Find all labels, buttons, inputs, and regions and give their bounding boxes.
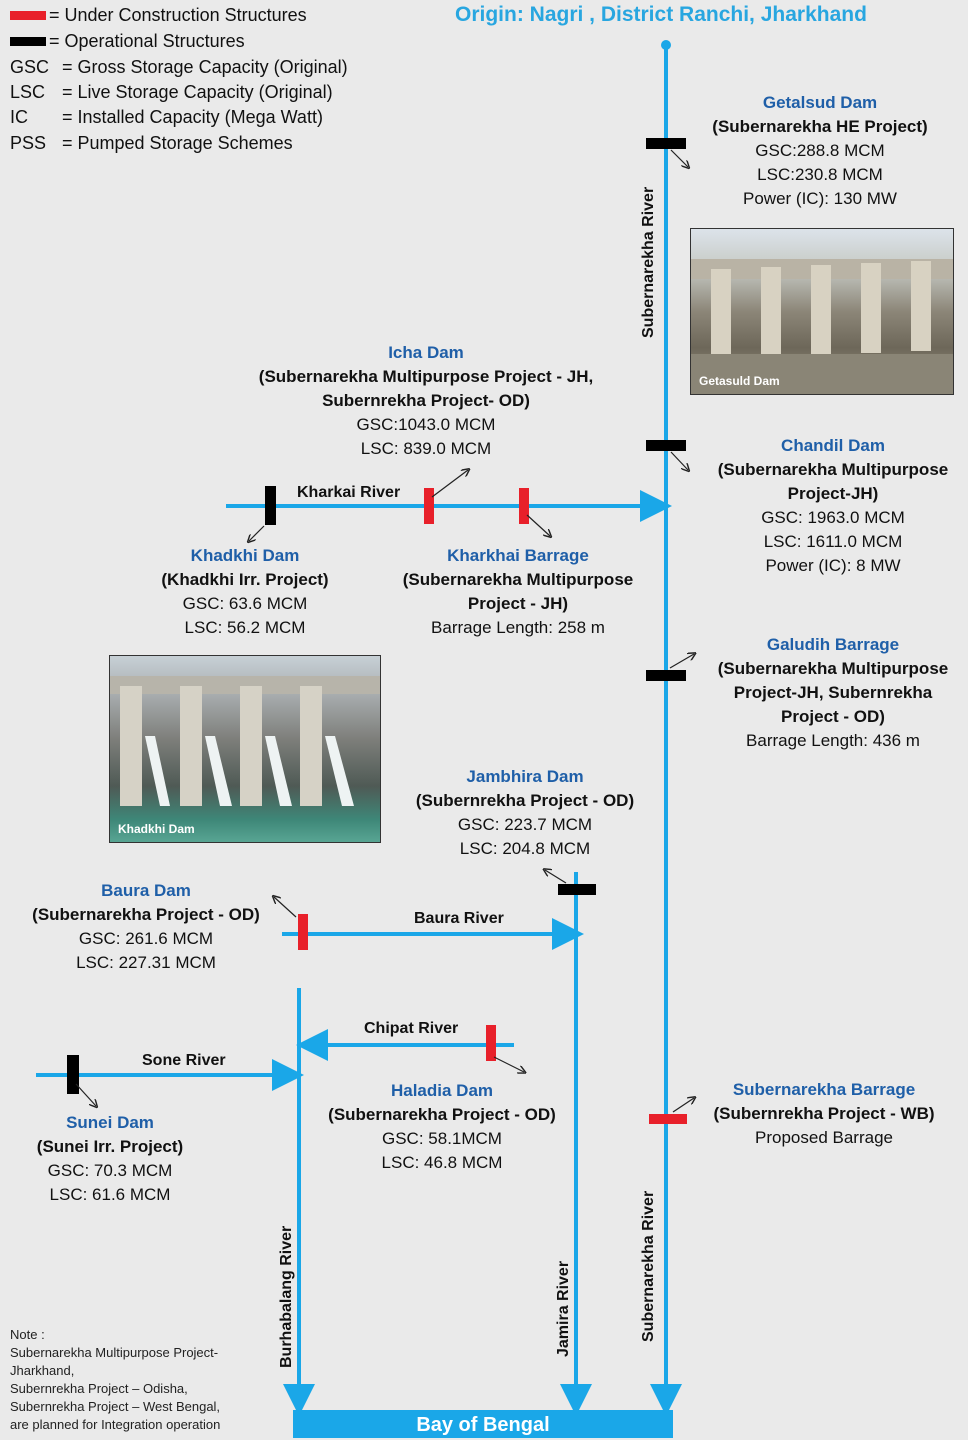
kharkai-river-label: Kharkai River [297, 484, 401, 501]
subernarekha-river-label-bottom: Subernarekha River [640, 1190, 657, 1342]
origin-title: Origin: Nagri , District Ranchi, Jharkha… [455, 3, 867, 26]
khadkhi-dam-info: Khadkhi Dam (Khadkhi Irr. Project) GSC: … [161, 546, 329, 637]
baura-marker [298, 914, 308, 950]
legend-ic: IC= Installed Capacity (Mega Watt) [10, 107, 323, 127]
baura-dam-info: Baura Dam (Subernarekha Project - OD) GS… [32, 881, 260, 972]
sone-river-label: Sone River [142, 1052, 226, 1069]
jamira-river-label: Jamira River [555, 1260, 572, 1357]
subernarekha-barrage-info: Subernarekha Barrage (Subernrekha Projec… [713, 1080, 935, 1147]
legend-operational: = Operational Structures [10, 29, 245, 53]
khadkhi-photo-caption: Khadkhi Dam [118, 822, 195, 836]
red-bar-icon [10, 10, 46, 20]
icha-marker [424, 488, 434, 524]
baura-river-label: Baura River [414, 910, 504, 927]
legend-gsc: GSC= Gross Storage Capacity (Original) [10, 57, 348, 77]
legend-under-construction: = Under Construction Structures [10, 3, 307, 27]
bay-of-bengal-label: Bay of Bengal [293, 1410, 673, 1438]
kharkhai-barrage-info: Kharkhai Barrage (Subernarekha Multipurp… [402, 546, 634, 637]
burhabalang-river-label: Burhabalang River [278, 1225, 295, 1368]
galudih-barrage-info: Galudih Barrage (Subernarekha Multipurpo… [717, 635, 949, 750]
legend-lsc: LSC= Live Storage Capacity (Original) [10, 82, 333, 102]
black-bar-icon [10, 36, 46, 46]
chandil-marker [646, 440, 686, 451]
haladia-dam-info: Haladia Dam (Subernarekha Project - OD) … [328, 1081, 556, 1172]
khadkhi-dam-photo: Khadkhi Dam [109, 655, 381, 843]
galudih-marker [646, 670, 686, 681]
getasuld-photo-caption: Getasuld Dam [699, 374, 780, 388]
subernarekha-barrage-marker [649, 1114, 687, 1124]
integration-note: Note : Subernarekha Multipurpose Project… [10, 1327, 221, 1432]
kharkhai-marker [519, 488, 529, 524]
jambhira-marker [558, 884, 596, 895]
getasuld-dam-photo: Getasuld Dam [690, 228, 954, 395]
khadkhi-marker [265, 486, 276, 525]
chipat-river-label: Chipat River [364, 1020, 459, 1037]
jambhira-dam-info: Jambhira Dam (Subernrekha Project - OD) … [415, 767, 635, 858]
legend-pss: PSS= Pumped Storage Schemes [10, 133, 293, 153]
subernarekha-river-label-top: Subernarekha River [640, 186, 657, 338]
chandil-dam-info: Chandil Dam (Subernarekha Multipurpose P… [717, 436, 949, 575]
getalsud-marker [646, 138, 686, 149]
getalsud-dam-info: Getalsud Dam (Subernarekha HE Project) G… [712, 93, 928, 208]
sunei-dam-info: Sunei Dam (Sunei Irr. Project) GSC: 70.3… [36, 1113, 184, 1204]
icha-dam-info: Icha Dam (Subernarekha Multipurpose Proj… [258, 343, 594, 458]
haladia-marker [486, 1025, 496, 1061]
sunei-marker [67, 1055, 79, 1094]
